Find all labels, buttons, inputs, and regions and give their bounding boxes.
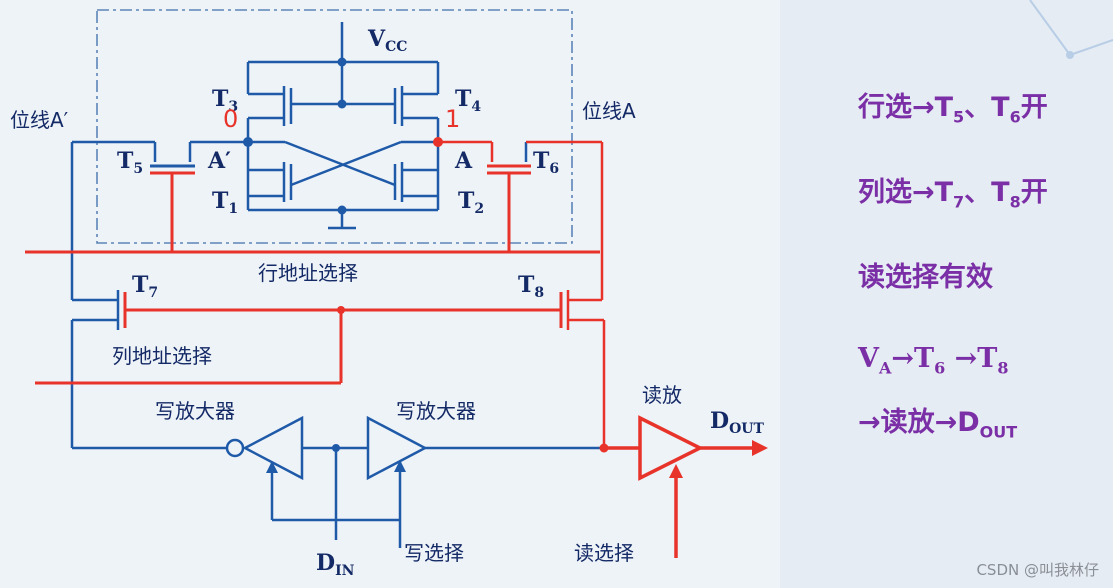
row-address-line: [25, 173, 600, 254]
t5-label: T5: [117, 148, 143, 177]
read-path: [604, 415, 755, 558]
t1-label: T1: [212, 188, 238, 217]
t3-label: T3: [212, 86, 238, 115]
note-column-select: 列选→T7、T8开: [858, 177, 1048, 212]
read-amp-label: 读放: [642, 383, 682, 407]
read-path-arrows: [669, 440, 768, 478]
state-zero-label: 0: [223, 105, 238, 133]
bitline-a-prime-label: 位线A′: [10, 108, 69, 132]
din-label: DIN: [316, 550, 355, 579]
column-gates: [70, 290, 606, 448]
column-address-select-label: 列地址选择: [112, 344, 212, 368]
bitline-a-label: 位线A: [582, 99, 636, 123]
vcc-label: VCC: [367, 26, 407, 55]
t8-label: T8: [518, 272, 544, 301]
state-one-label: 1: [445, 105, 460, 133]
write-path: [72, 415, 604, 548]
t2-label: T2: [458, 188, 484, 217]
junction-dots: [243, 57, 609, 453]
watermark: CSDN @叫我林仔: [976, 561, 1099, 579]
t7-label: T7: [132, 272, 158, 301]
note-row-select: 行选→T5、T6开: [858, 92, 1048, 127]
read-select-label: 读选择: [574, 541, 634, 565]
node-a-label: A: [454, 148, 473, 174]
node-a-prime-label: A′: [207, 148, 231, 174]
write-amp-left-label: 写放大器: [155, 399, 235, 423]
t4-label: T4: [455, 86, 481, 115]
t6-label: T6: [533, 148, 559, 177]
write-amp-right-label: 写放大器: [396, 399, 476, 423]
note-read-valid: 读选择有效: [858, 262, 993, 293]
dout-label: DOUT: [710, 408, 764, 437]
write-select-arrows: [266, 460, 406, 473]
row-address-select-label: 行地址选择: [258, 261, 358, 285]
write-amplifier-right: [366, 415, 428, 481]
note-read-path-2: →读放→DOUT: [858, 407, 1018, 442]
read-amplifier: [638, 415, 704, 481]
cell-boundary: [96, 9, 573, 244]
write-select-label: 写选择: [404, 541, 464, 565]
note-read-path-1: VA→T6 →T8: [858, 343, 1009, 378]
